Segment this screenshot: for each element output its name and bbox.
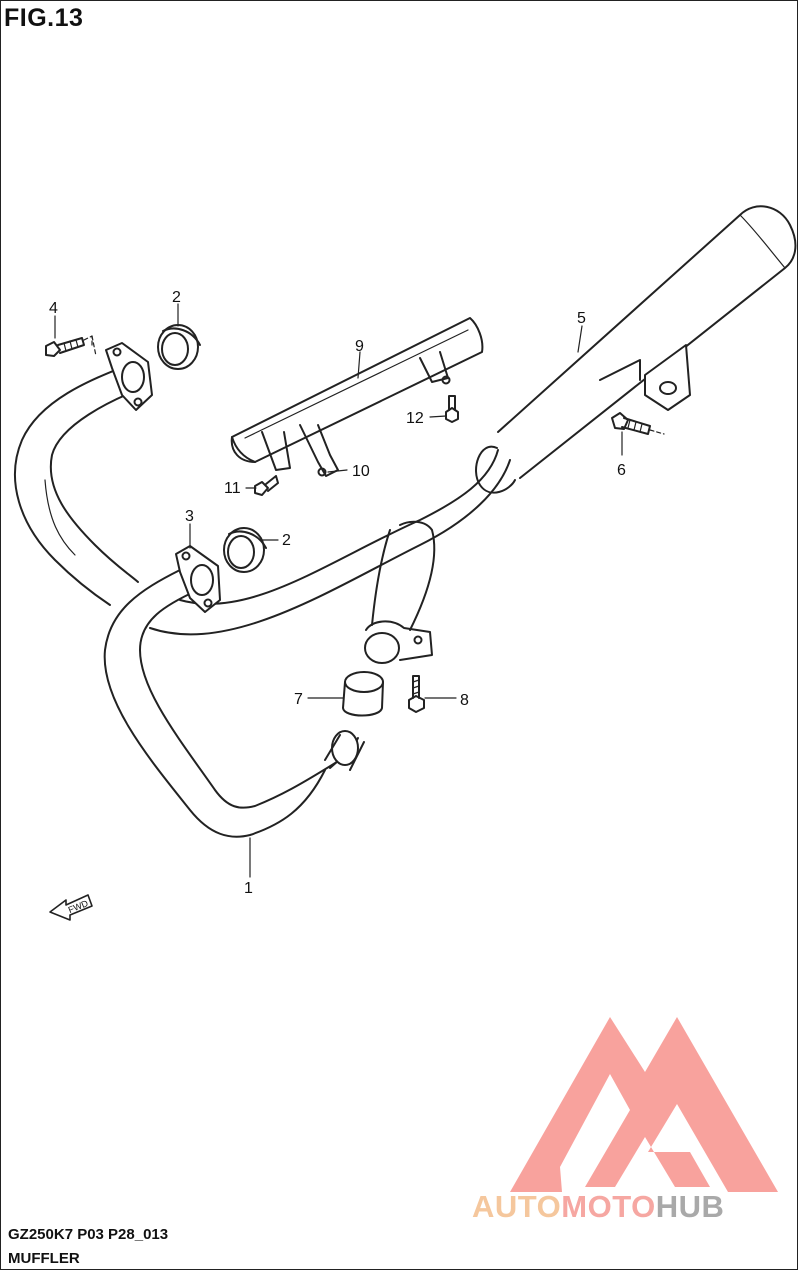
callout-10: 10 <box>352 463 370 480</box>
exhaust-pipe-front <box>103 449 511 838</box>
callout-6: 6 <box>617 462 626 479</box>
flange-front <box>175 545 221 613</box>
gasket-lower <box>223 527 267 573</box>
callout-1: 1 <box>244 880 253 897</box>
forward-direction-arrow: FWD <box>49 894 93 921</box>
screw-11 <box>254 475 279 496</box>
muffler-body <box>371 205 797 631</box>
connector-pipe-7 <box>342 671 384 717</box>
watermark-text-moto: MOTO <box>561 1189 656 1224</box>
bolt-4 <box>45 335 97 357</box>
watermark-logo-mark <box>510 1017 778 1192</box>
bolt-6 <box>611 412 665 435</box>
callout-numbers: 4 2 3 2 5 6 7 8 9 10 11 12 1 <box>49 289 626 897</box>
leader-lines <box>54 303 623 878</box>
heat-shield-9 <box>230 317 484 477</box>
callout-7: 7 <box>294 691 303 708</box>
callout-4: 4 <box>49 300 58 317</box>
gasket-upper <box>157 324 201 370</box>
exhaust-pipe-rear <box>14 364 149 606</box>
callout-2-lower: 2 <box>282 532 291 549</box>
section-name: MUFFLER <box>8 1250 80 1267</box>
callout-9: 9 <box>355 338 364 355</box>
callout-8: 8 <box>460 692 469 709</box>
screw-12 <box>445 395 459 423</box>
watermark-logo-text: AUTOMOTOHUB <box>472 1189 724 1225</box>
callout-2-upper: 2 <box>172 289 181 306</box>
pipe-clamp <box>364 620 433 664</box>
bolt-8 <box>408 675 425 713</box>
callout-11: 11 <box>224 480 241 497</box>
flange-rear <box>105 342 153 411</box>
watermark-text-auto: AUTO <box>472 1189 562 1224</box>
watermark-text-hub: HUB <box>655 1189 725 1224</box>
reference-code: GZ250K7 P03 P28_013 <box>8 1226 169 1243</box>
callout-12: 12 <box>406 410 424 427</box>
figure-title: FIG.13 <box>4 4 84 32</box>
forward-direction-label: FWD <box>67 898 90 915</box>
callout-5: 5 <box>577 310 586 327</box>
callout-3: 3 <box>185 508 194 525</box>
